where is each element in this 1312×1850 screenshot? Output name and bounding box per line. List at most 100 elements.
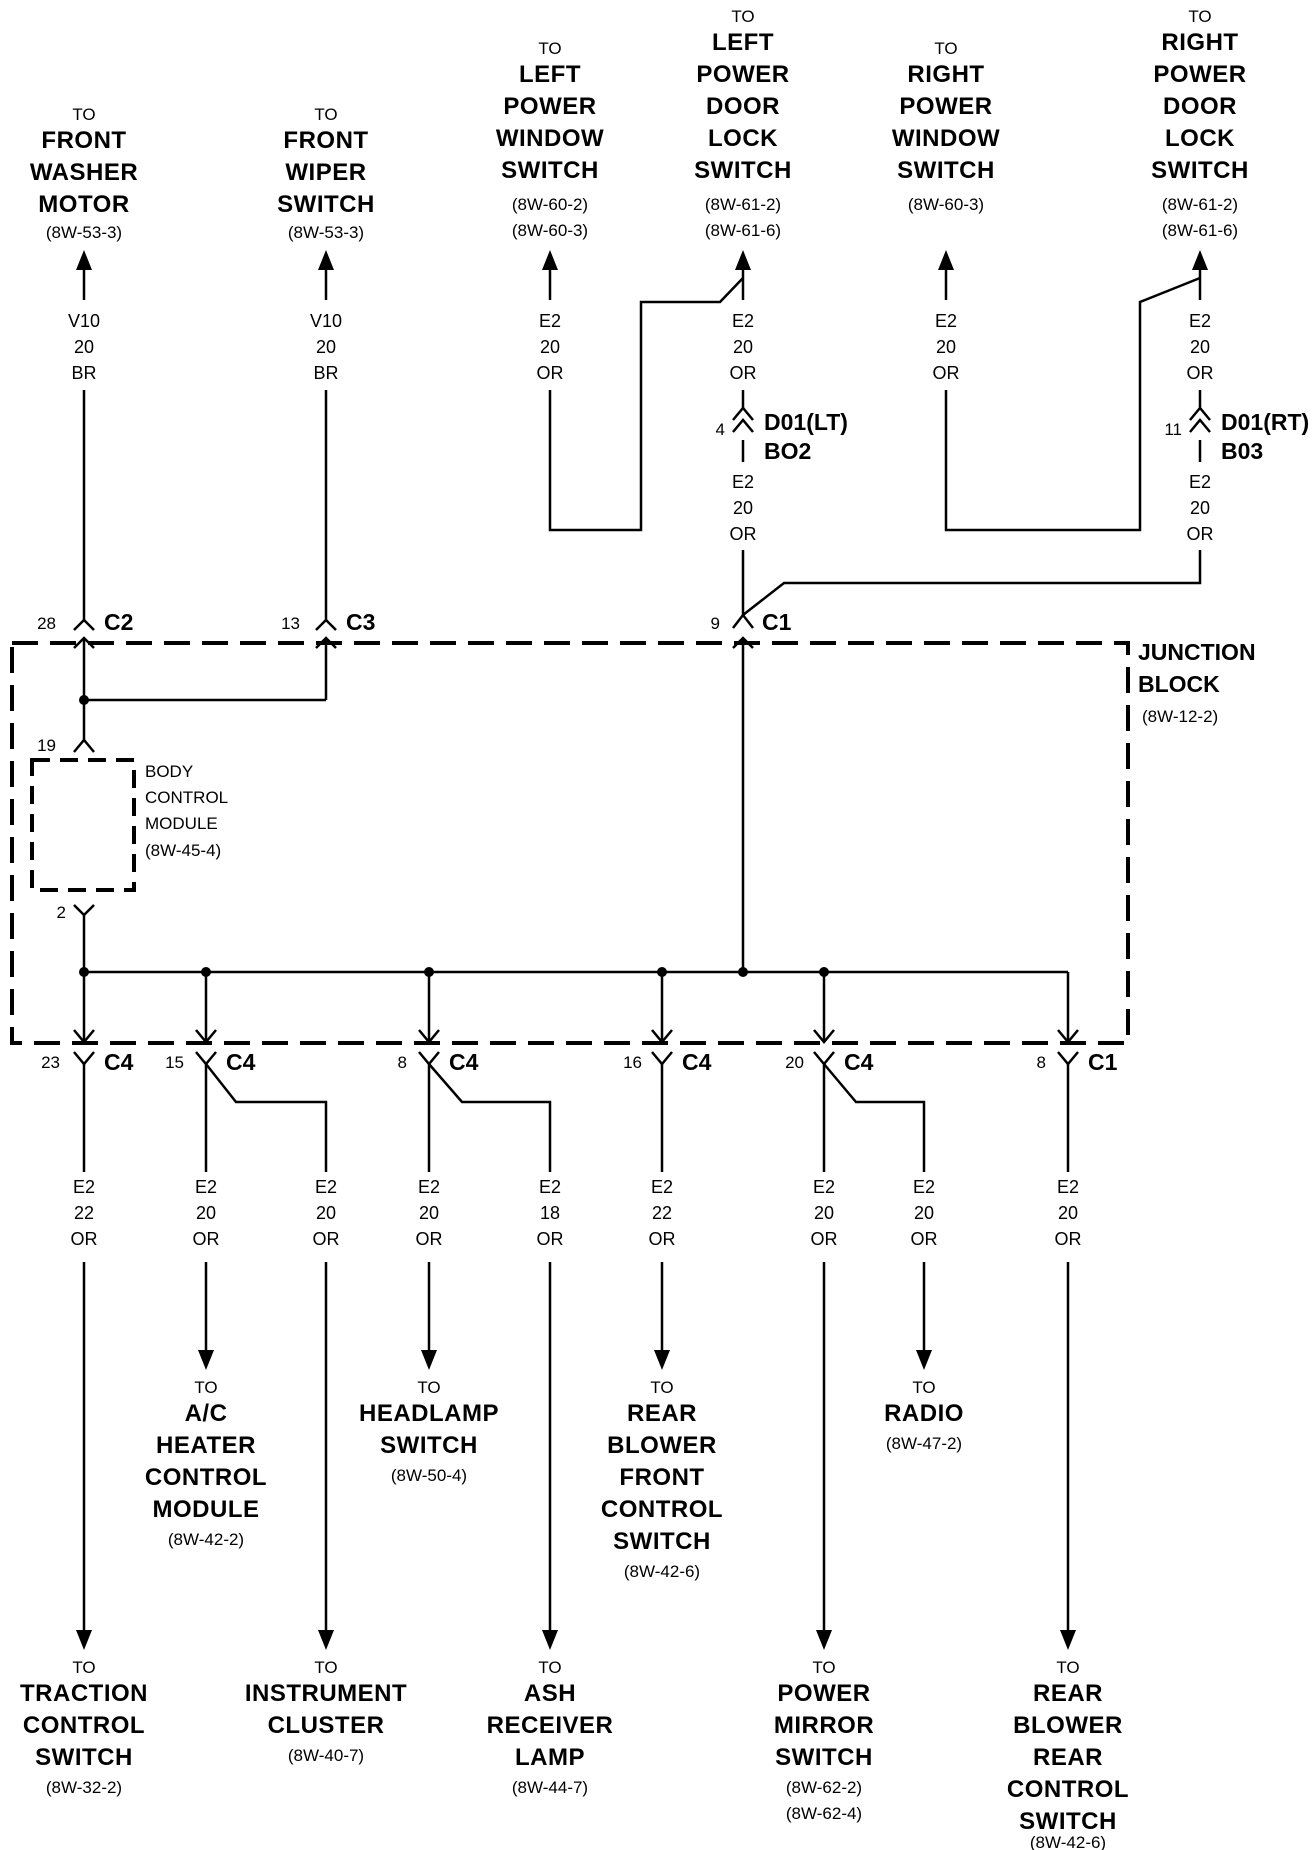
dest-line: SWITCH bbox=[1151, 157, 1249, 184]
wire-gauge: 20 bbox=[914, 1203, 934, 1223]
dest-line: ASH bbox=[524, 1680, 576, 1707]
dest-line: FRONT bbox=[619, 1464, 704, 1491]
page-ref: (8W-47-2) bbox=[886, 1434, 962, 1453]
body-control-module-box bbox=[30, 758, 136, 892]
wire-color: BR bbox=[313, 363, 338, 383]
wire-color: OR bbox=[416, 1229, 443, 1249]
wire-color: OR bbox=[313, 1229, 340, 1249]
wire-color: OR bbox=[911, 1229, 938, 1249]
wire-gauge: 20 bbox=[316, 337, 336, 357]
wire-gauge: 18 bbox=[540, 1203, 560, 1223]
wire-color: OR bbox=[1187, 524, 1214, 544]
dest-line: DOOR bbox=[706, 93, 780, 120]
to-label: TO bbox=[1056, 1658, 1079, 1677]
wire-color: OR bbox=[730, 524, 757, 544]
dest-ash-receiver-lamp: TO ASH RECEIVER LAMP (8W-44-7) bbox=[487, 1658, 614, 1797]
dest-line: RADIO bbox=[884, 1400, 964, 1427]
dest-traction-control-switch: TO TRACTION CONTROL SWITCH (8W-32-2) bbox=[20, 1658, 148, 1797]
dest-line: POWER bbox=[696, 61, 789, 88]
connector-pin: 20 bbox=[785, 1053, 804, 1072]
arrow-down-icon bbox=[916, 1350, 932, 1370]
to-label: TO bbox=[72, 105, 95, 124]
dest-line: HEATER bbox=[156, 1432, 256, 1459]
wire-gauge: 20 bbox=[1190, 498, 1210, 518]
to-label: TO bbox=[934, 39, 957, 58]
wire-gauge: 20 bbox=[419, 1203, 439, 1223]
wire-circuit: E2 bbox=[539, 1177, 561, 1197]
to-label: TO bbox=[912, 1378, 935, 1397]
dest-line: WASHER bbox=[30, 159, 138, 186]
page-ref: (8W-42-2) bbox=[168, 1530, 244, 1549]
to-label: TO bbox=[538, 1658, 561, 1677]
page-ref: (8W-60-3) bbox=[908, 195, 984, 214]
connector-name: C4 bbox=[226, 1049, 256, 1075]
wire-color: OR bbox=[933, 363, 960, 383]
connector-pin: 11 bbox=[1164, 420, 1182, 439]
dest-line: BLOWER bbox=[607, 1432, 717, 1459]
wire-circuit: E2 bbox=[1189, 311, 1211, 331]
connector-pin: 19 bbox=[37, 736, 56, 755]
wire-circuit: E2 bbox=[651, 1177, 673, 1197]
dest-line: MOTOR bbox=[38, 191, 129, 218]
wire-color: OR bbox=[537, 363, 564, 383]
connector-name: C1 bbox=[762, 609, 792, 635]
connector-name: C4 bbox=[449, 1049, 479, 1075]
dest-headlamp-switch: TO HEADLAMP SWITCH (8W-50-4) bbox=[359, 1378, 499, 1485]
dest-line: CONTROL bbox=[601, 1496, 723, 1523]
to-label: TO bbox=[1188, 7, 1211, 26]
arrow-down-icon bbox=[421, 1350, 437, 1370]
wire-gauge: 20 bbox=[196, 1203, 216, 1223]
bcm-label: BODY bbox=[145, 762, 193, 781]
dest-line: SWITCH bbox=[277, 191, 375, 218]
dest-line: CONTROL bbox=[1007, 1776, 1129, 1803]
dest-line: TRACTION bbox=[20, 1680, 148, 1707]
connector-name: C4 bbox=[844, 1049, 874, 1075]
dest-line: RECEIVER bbox=[487, 1712, 614, 1739]
dest-right-power-window-switch: TO RIGHT POWER WINDOW SWITCH (8W-60-3) bbox=[892, 39, 1000, 214]
dest-line: SWITCH bbox=[380, 1432, 478, 1459]
dest-line: CONTROL bbox=[23, 1712, 145, 1739]
wire-color: BR bbox=[71, 363, 96, 383]
connector-pin: 15 bbox=[165, 1053, 184, 1072]
dest-line: FRONT bbox=[283, 127, 368, 154]
dest-line: SWITCH bbox=[501, 157, 599, 184]
dest-rear-blower-front-control-switch: TO REAR BLOWER FRONT CONTROL SWITCH (8W-… bbox=[601, 1378, 723, 1581]
connector-d01-lt: 4 D01(LT) BO2 bbox=[716, 406, 848, 464]
page-ref: (8W-40-7) bbox=[288, 1746, 364, 1765]
junction-block: JUNCTION BLOCK (8W-12-2) bbox=[10, 639, 1256, 1045]
dest-line: CONTROL bbox=[145, 1464, 267, 1491]
wire-gauge: 20 bbox=[316, 1203, 336, 1223]
to-label: TO bbox=[314, 105, 337, 124]
page-ref: (8W-61-2) bbox=[1162, 195, 1238, 214]
connector-name: B03 bbox=[1221, 438, 1263, 464]
dest-line: SWITCH bbox=[694, 157, 792, 184]
page-ref: (8W-44-7) bbox=[512, 1778, 588, 1797]
page-ref: (8W-50-4) bbox=[391, 1466, 467, 1485]
to-label: TO bbox=[812, 1658, 835, 1677]
wire-gauge: 22 bbox=[652, 1203, 672, 1223]
top-wire-codes: V10 20 BR V10 20 BR E2 20 OR E2 20 OR E2… bbox=[68, 311, 1214, 544]
dest-power-mirror-switch: TO POWER MIRROR SWITCH (8W-62-2) (8W-62-… bbox=[774, 1658, 874, 1823]
wire-circuit: V10 bbox=[68, 311, 100, 331]
junction-block-outline bbox=[10, 641, 1130, 1045]
wire-gauge: 20 bbox=[1190, 337, 1210, 357]
wire-circuit: E2 bbox=[1057, 1177, 1079, 1197]
wire-gauge: 20 bbox=[540, 337, 560, 357]
arrow-up-icon bbox=[318, 250, 334, 270]
wire-circuit: E2 bbox=[418, 1177, 440, 1197]
wire-color: OR bbox=[649, 1229, 676, 1249]
page-ref: (8W-60-2) bbox=[512, 195, 588, 214]
dest-left-power-window-switch: TO LEFT POWER WINDOW SWITCH (8W-60-2) (8… bbox=[496, 39, 604, 240]
connector-pin: 2 bbox=[57, 903, 66, 922]
wire-color: OR bbox=[537, 1229, 564, 1249]
wire-circuit: E2 bbox=[813, 1177, 835, 1197]
dest-line: POWER bbox=[503, 93, 596, 120]
to-label: TO bbox=[314, 1658, 337, 1677]
page-ref: (8W-42-6) bbox=[1030, 1833, 1106, 1850]
arrow-up-icon bbox=[1192, 250, 1208, 270]
wire-color: OR bbox=[193, 1229, 220, 1249]
wire-circuit: E2 bbox=[935, 311, 957, 331]
dest-line: INSTRUMENT bbox=[245, 1680, 407, 1707]
arrow-up-icon bbox=[542, 250, 558, 270]
